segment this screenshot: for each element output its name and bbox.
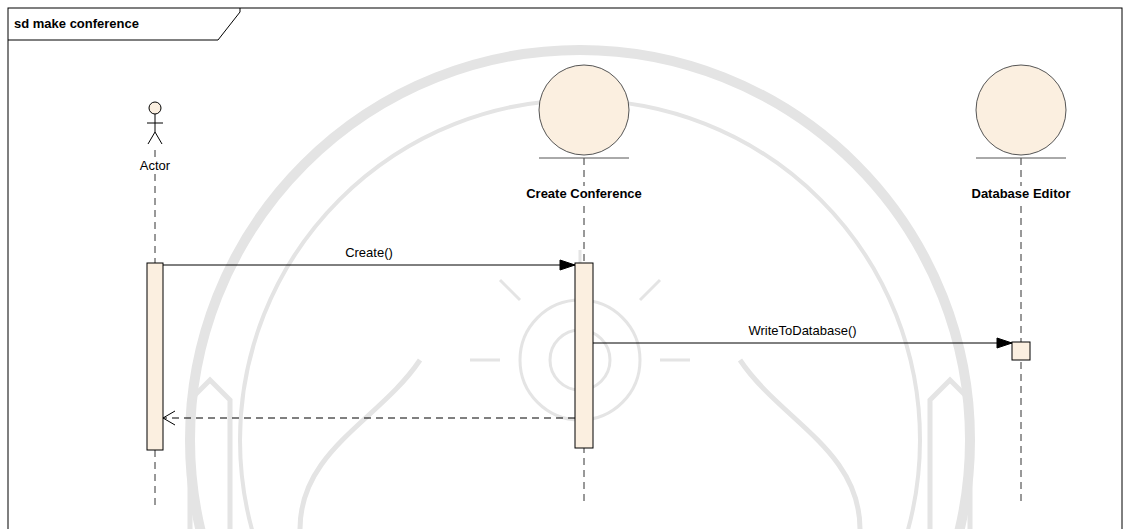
entity-icon (536, 62, 632, 160)
activation-bars (147, 263, 1030, 450)
lifeline-name: Create Conference (524, 186, 644, 202)
sync-message (163, 260, 575, 270)
frame (8, 8, 1122, 529)
actor-lifeline: Actor (135, 62, 176, 176)
message-label: WriteToDatabase() (746, 323, 858, 339)
sync-message (593, 338, 1012, 348)
entity-lifeline: Database Editor (967, 62, 1076, 204)
watermark-seal (190, 50, 970, 529)
lifeline-name: Actor (138, 158, 172, 174)
return-message (163, 411, 575, 425)
lifeline-name: Database Editor (970, 186, 1073, 202)
message-label: Create() (343, 245, 395, 261)
arrow-head (997, 338, 1012, 348)
frame-title: sd make conference (14, 16, 139, 32)
entity-icon (973, 62, 1069, 160)
lifelines (155, 150, 1021, 505)
arrow-head (163, 411, 175, 425)
arrow-head (560, 260, 575, 270)
actor-icon (145, 98, 165, 148)
frame-tab (8, 8, 240, 40)
entity-lifeline: Create Conference (521, 62, 647, 204)
